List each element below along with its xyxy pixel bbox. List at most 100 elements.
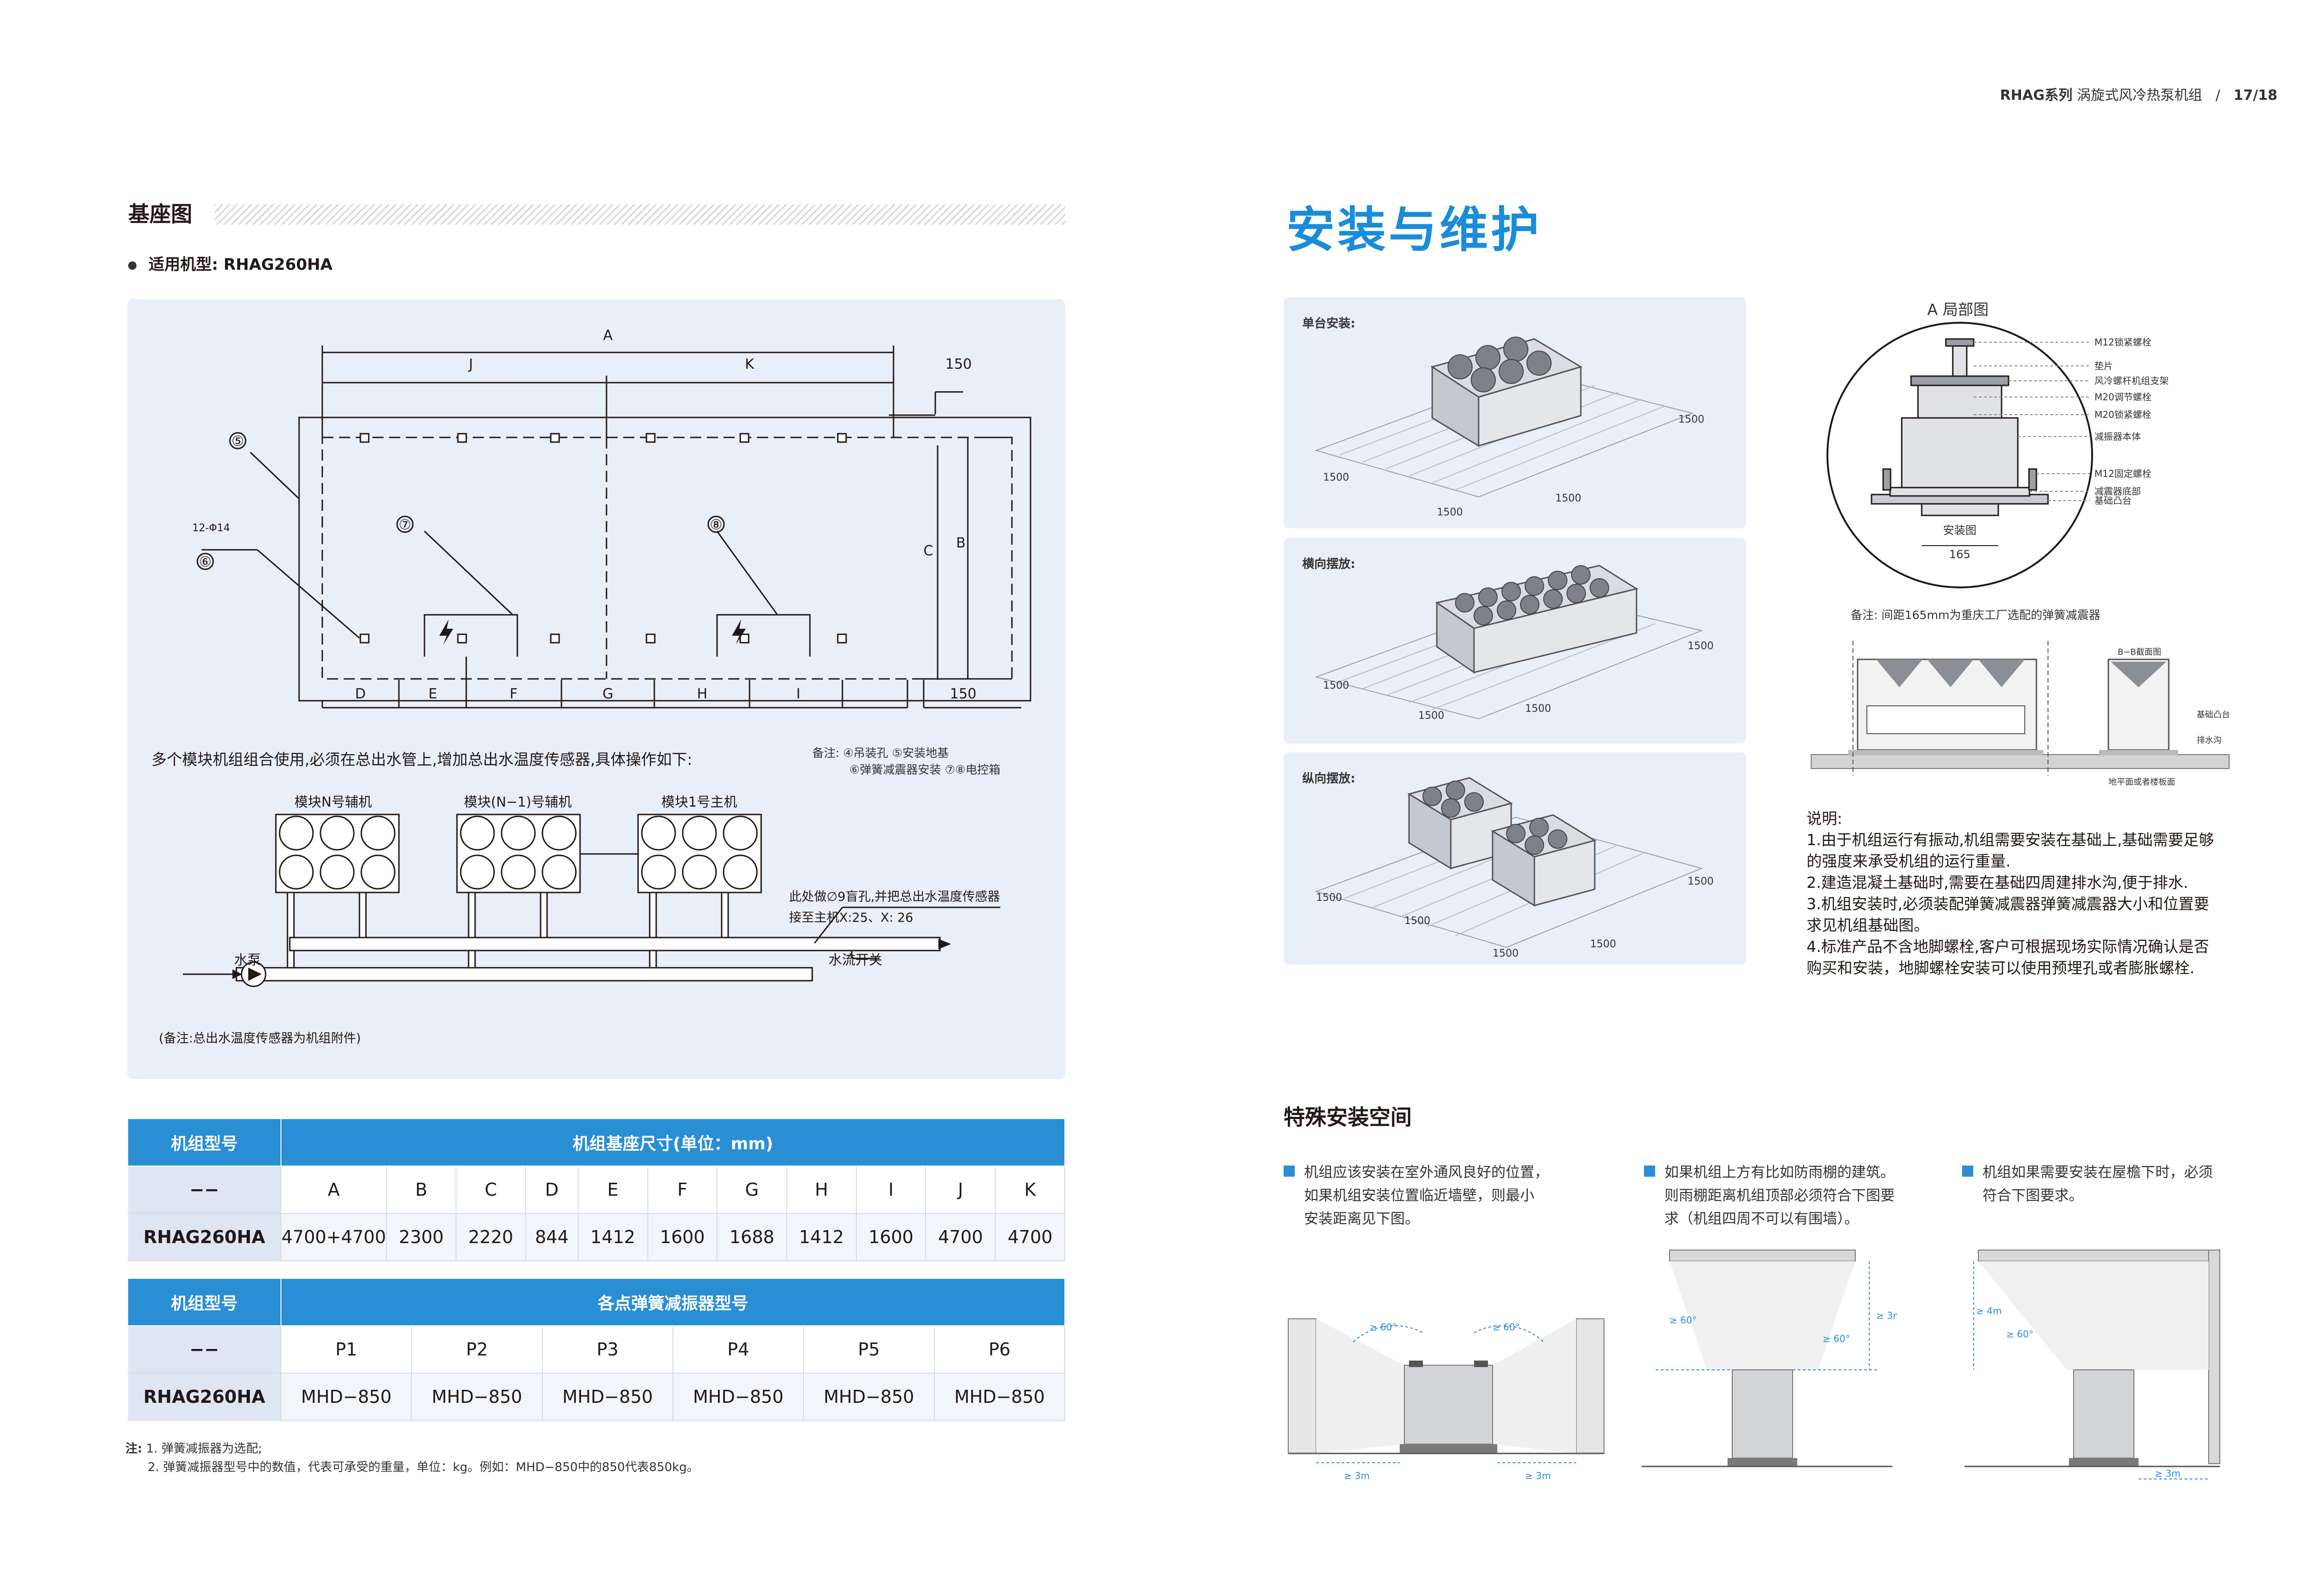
- title-hatch-bar: [215, 204, 1065, 225]
- t2-col-P1: P1: [280, 1325, 412, 1374]
- dim-J: J: [468, 356, 473, 372]
- special2-line2: 则雨棚距离机组顶部必须符合下图要: [1664, 1187, 1895, 1204]
- special-note-1: 机组应该安装在室外通风良好的位置， 如果机组安装位置临近墙壁，则最小 安装距离见…: [1284, 1161, 1609, 1231]
- detail-label-6: 减振器本体: [2094, 431, 2141, 442]
- detail-label-5: M20锁紧螺栓: [2094, 409, 2152, 420]
- module-n-label: 模块N号辅机: [294, 794, 372, 810]
- t1-col-C: C: [456, 1166, 526, 1214]
- bb-section-figure: B−B截面图 基础凸台 排水沟 地平面或者楼板面: [1811, 641, 2230, 787]
- t1-col-D: D: [525, 1166, 579, 1214]
- fig2-60-left: ≥ 60°: [1670, 1315, 1697, 1326]
- horizontal-install-label: 横向摆放:: [1302, 557, 1356, 571]
- fig3-60: ≥ 60°: [2006, 1329, 2034, 1340]
- t2-val-P3: MHD−850: [541, 1373, 673, 1421]
- t1-col-I: I: [855, 1166, 926, 1214]
- dim-B: B: [956, 535, 966, 551]
- header-page: 17/18: [2233, 87, 2277, 104]
- special-note-3: 机组如果需要安装在屋檐下时，必须 符合下图要求。: [1962, 1161, 2264, 1207]
- fig3-4m: ≥ 4m: [1976, 1305, 2002, 1316]
- dim-F: F: [509, 686, 517, 702]
- t1-val-C: 2220: [456, 1213, 526, 1261]
- vert-dim-b: 1500: [1316, 892, 1342, 904]
- callout-5: ⑤: [232, 433, 244, 449]
- footnote-prefix: 注:: [125, 1442, 143, 1456]
- header-product: 涡旋式风冷热泵机组: [2077, 87, 2203, 104]
- explain-line-1: 1.由于机组运行有振动,机组需要安装在基础上,基础需要足够: [1807, 831, 2214, 849]
- explain-line-6: 4.标准产品不含地脚螺栓,客户可根据现场实际情况确认是否: [1807, 938, 2209, 956]
- section-title-base: 基座图: [128, 202, 192, 227]
- holes-label: 12-Φ14: [192, 522, 230, 534]
- sensor-note2: 接至主机X:25、X: 26: [789, 911, 913, 925]
- bb-base-note: 基础凸台: [2197, 710, 2230, 720]
- t1-val-K: 4700: [995, 1213, 1065, 1261]
- fig1-60-left: ≥ 60°: [1370, 1322, 1397, 1333]
- single-dim-a: 1500: [1678, 414, 1704, 425]
- special2-line3: 求（机组四周不可以有围墙）。: [1664, 1211, 1859, 1227]
- spring-note: 备注: 间距165mm为重庆工厂选配的弹簧减震器: [1851, 608, 2100, 622]
- vert-dim-a: 1500: [1688, 876, 1714, 887]
- t2-val-P1: MHD−850: [280, 1373, 412, 1421]
- horiz-dim-c: 1500: [1418, 710, 1444, 722]
- footnote-line1: 1. 弹簧减振器为选配;: [146, 1442, 262, 1456]
- t1-col-G: G: [717, 1166, 787, 1214]
- horiz-dim-a: 1500: [1688, 640, 1714, 652]
- t1-val-F: 1600: [647, 1213, 718, 1261]
- bb-title: B−B截面图: [2118, 647, 2161, 657]
- detail-label-8: 减震器底部: [2094, 486, 2141, 497]
- t2-val-P4: MHD−850: [672, 1373, 804, 1421]
- t1-col-A: A: [280, 1166, 387, 1214]
- install-fig-label: 安装图: [1943, 524, 1976, 537]
- install-maintain-title: 安装与维护: [1286, 202, 1542, 258]
- single-install-figure: 1500 1500 1500 1500: [1314, 337, 1704, 518]
- legend-box: 备注: ④吊装孔 ⑤安装地基 ⑥弹簧减震器安装 ⑦⑧电控箱: [812, 745, 1000, 778]
- dim-H: H: [697, 686, 708, 702]
- attach-note: (备注:总出水温度传感器为机组附件): [159, 1031, 361, 1046]
- t1-dash: −−: [127, 1166, 281, 1214]
- fig2-60-right: ≥ 60°: [1823, 1333, 1850, 1344]
- t1-col-E: E: [577, 1166, 648, 1214]
- dim-E: E: [429, 686, 437, 702]
- t1-col-K: K: [995, 1166, 1065, 1214]
- vertical-install-panel: 纵向摆放: 1500 1500 1500 1500 1500: [1284, 752, 1746, 965]
- t1-val-G: 1688: [717, 1213, 787, 1261]
- dim-A: A: [603, 327, 613, 344]
- t1-dims-header: 机组基座尺寸(单位：mm): [280, 1118, 1065, 1166]
- bb-floor: 地平面或者楼板面: [2108, 777, 2175, 787]
- t2-model: RHAG260HA: [127, 1373, 281, 1421]
- single-install-label: 单台安装:: [1302, 317, 1356, 331]
- t2-col-P2: P2: [411, 1325, 543, 1374]
- t2-dash: −−: [127, 1325, 281, 1374]
- sensor-note: 此处做∅9盲孔,并把总出水温度传感器: [789, 890, 1000, 904]
- t2-model-header: 机组型号: [127, 1278, 281, 1326]
- callout-8: ⑧: [710, 517, 723, 533]
- t2-val-P6: MHD−850: [933, 1373, 1066, 1421]
- fig1-60-right: ≥ 60°: [1493, 1322, 1520, 1333]
- explain-line-4: 3.机组安装时,必须装配弹簧减震器弹簧减震器大小和位置要: [1807, 895, 2209, 913]
- multi-module-note: 多个模块机组组合使用,必须在总出水管上,增加总出水温度传感器,具体操作如下:: [151, 750, 692, 769]
- t1-val-H: 1412: [786, 1213, 857, 1261]
- t2-col-P6: P6: [933, 1325, 1066, 1374]
- bullet-square: [1284, 1166, 1295, 1177]
- detail-a-title: A 局部图: [1927, 300, 1989, 319]
- detail-label-3: 风冷螺杆机组支架: [2094, 375, 2169, 386]
- single-dim-d: 1500: [1555, 493, 1581, 504]
- legend-title: 备注:: [812, 746, 840, 760]
- vert-dim-e: 1500: [1590, 938, 1616, 950]
- explanation-block: 说明: 1.由于机组运行有振动,机组需要安装在基础上,基础需要足够 的强度来承受…: [1807, 808, 2285, 979]
- foundation-outline: [298, 417, 1031, 702]
- t1-col-H: H: [786, 1166, 857, 1214]
- unit-outline: [321, 436, 1013, 680]
- explain-line-5: 求见机组基础图。: [1807, 916, 1929, 934]
- t2-col-P4: P4: [672, 1325, 804, 1374]
- dim-G: G: [602, 686, 613, 702]
- fig2-3m: ≥ 3m: [1876, 1310, 1897, 1321]
- single-install-panel: 单台安装: 1500 1500 1500 1500: [1284, 297, 1746, 528]
- dim-165: 165: [1949, 548, 1970, 561]
- dim-I: I: [796, 686, 801, 702]
- special2-line1: 如果机组上方有比如防雨棚的建筑。: [1664, 1164, 1895, 1181]
- single-dim-c: 1500: [1437, 507, 1463, 518]
- t2-col-P5: P5: [803, 1325, 935, 1374]
- footnote: 注: 1. 弹簧减振器为选配; 2. 弹簧减振器型号中的数值，代表可承受的重量，…: [125, 1440, 699, 1477]
- model-line-text: 适用机型: RHAG260HA: [149, 255, 333, 274]
- detail-label-7: M12固定螺栓: [2094, 468, 2152, 479]
